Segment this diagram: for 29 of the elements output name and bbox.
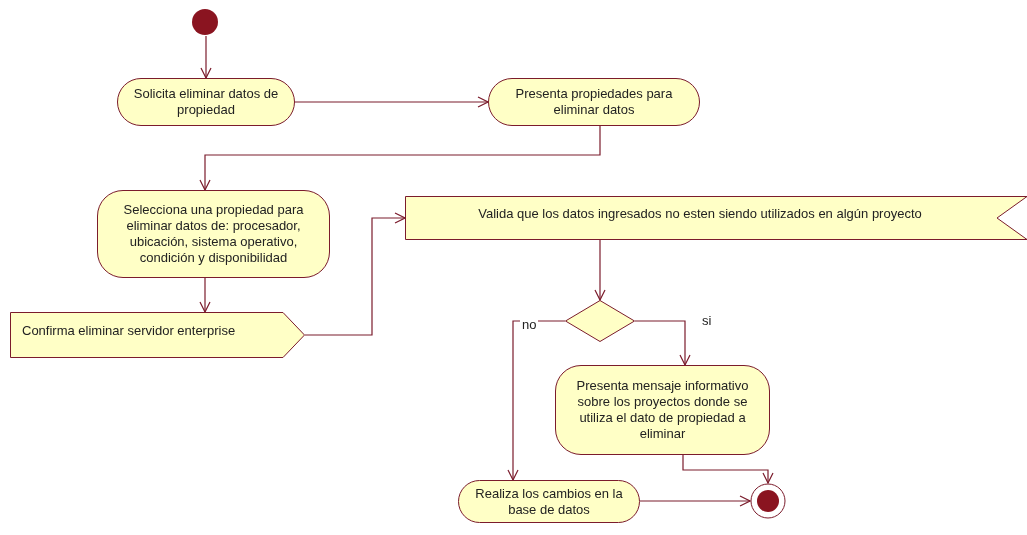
action-box xyxy=(488,78,700,126)
action-box xyxy=(97,190,330,278)
node-text: Presenta mensaje informativo sobre los proyectos donde se utiliza el dato de propiedad a eliminar xyxy=(575,378,750,442)
accept-event-shape xyxy=(405,196,1027,240)
arrow xyxy=(682,454,774,484)
arrow xyxy=(594,239,606,301)
initial-node xyxy=(191,8,219,36)
node-text: Realiza los cambios en la base de datos xyxy=(474,485,624,518)
node-text: Valida que los datos ingresados no esten siendo utilizados en algún proyecto xyxy=(478,206,923,222)
send-signal-shape xyxy=(10,312,305,358)
node-text: Confirma eliminar servidor enterprise xyxy=(21,323,236,339)
decision-diamond xyxy=(565,300,635,342)
arrow xyxy=(294,96,489,108)
arrow xyxy=(199,125,601,191)
node-text: Presenta propiedades para eliminar datos xyxy=(514,86,674,118)
arrow xyxy=(639,495,751,507)
action-box xyxy=(117,78,295,126)
final-node xyxy=(750,483,786,519)
edge-label: no xyxy=(520,318,539,331)
arrow xyxy=(634,320,691,366)
arrow xyxy=(507,320,566,481)
action-box xyxy=(458,480,640,523)
edge-label: si xyxy=(700,314,714,327)
action-box xyxy=(555,365,770,455)
node-text: Selecciona una propiedad para eliminar datos de: procesador, ubicación, sistema operativo, condición y disponibilidad xyxy=(122,202,305,266)
arrow xyxy=(200,35,212,79)
node-text: Solicita eliminar datos de propiedad xyxy=(132,86,280,118)
arrow xyxy=(199,277,211,313)
arrow xyxy=(304,212,406,336)
